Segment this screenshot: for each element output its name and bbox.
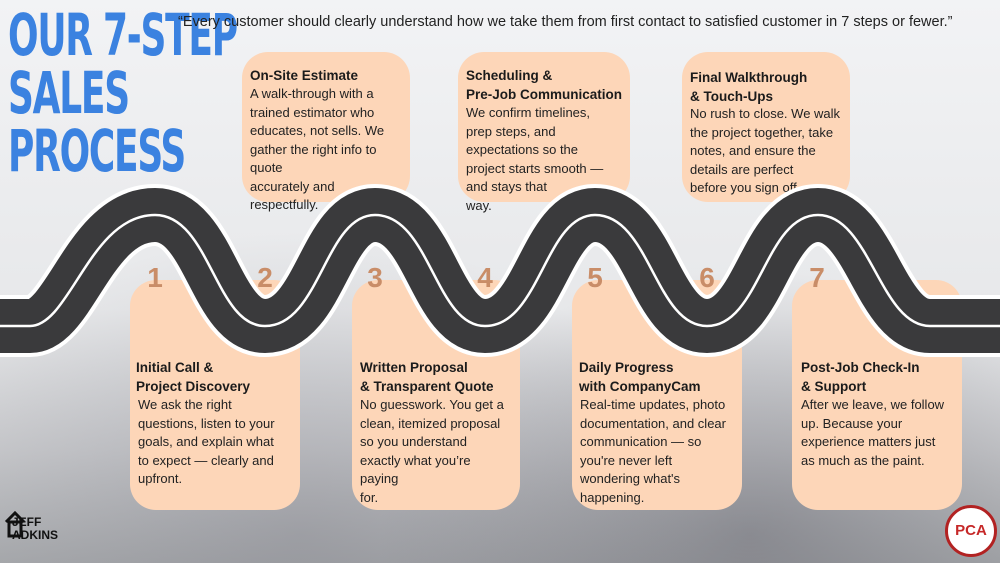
step-number-4: 4: [477, 262, 493, 293]
step-number-5: 5: [587, 262, 603, 293]
step-number-7: 7: [809, 262, 825, 293]
step-title: Post-Job Check-In& Support: [801, 360, 920, 394]
step-number-3: 3: [367, 262, 383, 293]
page-title: OUR 7-STEP SALES PROCESS: [8, 1, 238, 185]
mission-quote: “Every customer should clearly understan…: [178, 14, 953, 30]
title-line: PROCESS: [8, 117, 186, 185]
step-title: Final Walkthrough& Touch-Ups: [690, 70, 808, 104]
title-line: SALES: [8, 59, 130, 127]
step-card-4: Scheduling &Pre-Job Communication We con…: [458, 52, 630, 213]
step-title: Initial Call &Project Discovery: [136, 360, 251, 394]
step-title: Scheduling &Pre-Job Communication: [466, 68, 623, 102]
step-title: Written Proposal& Transparent Quote: [360, 360, 494, 394]
title-line: OUR 7-STEP: [8, 1, 238, 69]
house-icon: [4, 510, 26, 538]
step-card-6: Final Walkthrough& Touch-Ups No rush to …: [682, 52, 850, 202]
jeff-adkins-logo: JEFF ADKINS: [4, 502, 64, 558]
step-number-1: 1: [147, 262, 163, 293]
step-number-6: 6: [699, 262, 715, 293]
step-title: On-Site Estimate: [250, 68, 359, 83]
step-number-2: 2: [257, 262, 273, 293]
pca-accreditation-seal: PCA: [945, 505, 997, 557]
